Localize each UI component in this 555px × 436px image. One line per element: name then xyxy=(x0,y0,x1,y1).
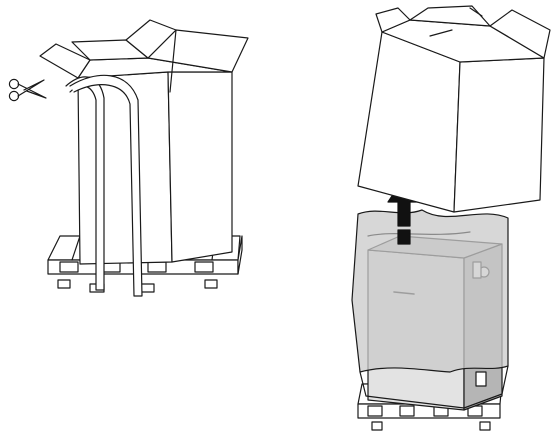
step-cut-straps xyxy=(8,19,249,297)
straps xyxy=(65,74,143,297)
carton-strapped xyxy=(39,19,249,265)
carton-lifted xyxy=(357,5,551,213)
step-lift-box xyxy=(351,5,551,431)
scissors-icon xyxy=(8,78,47,102)
